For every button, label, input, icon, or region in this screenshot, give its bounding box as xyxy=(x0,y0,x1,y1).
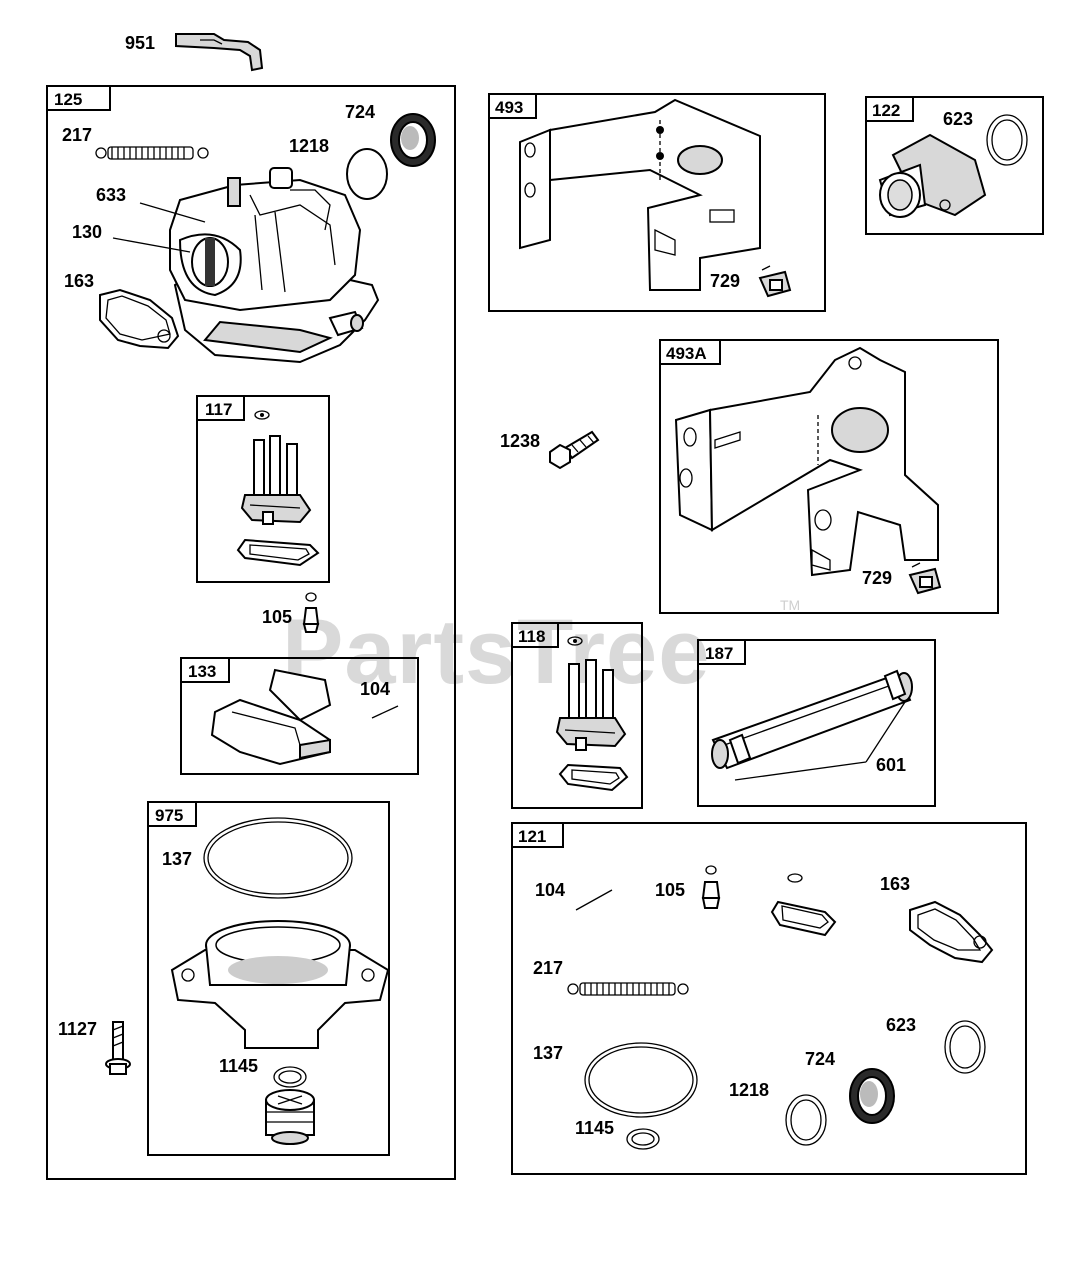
part-133-float[interactable] xyxy=(210,668,332,766)
box-tag-187: 187 xyxy=(705,644,733,663)
box-125: 125 217 724 1218 633 130 163 xyxy=(46,85,456,1180)
label-104b: 104 xyxy=(535,880,565,900)
part-729-clip-b[interactable] xyxy=(908,562,942,595)
watermark: PartsTree xyxy=(282,601,710,703)
part-975-float-bowl[interactable] xyxy=(170,920,390,1049)
label-633: 633 xyxy=(96,185,126,205)
label-724b: 724 xyxy=(805,1049,835,1069)
box-117: 117 xyxy=(196,395,330,583)
part-1145-washer[interactable] xyxy=(273,1066,307,1088)
label-951: 951 xyxy=(125,33,155,53)
box-tag-133: 133 xyxy=(188,662,216,681)
part-493a-bracket[interactable] xyxy=(674,346,939,577)
box-tag-121: 121 xyxy=(518,827,546,846)
box-tag-493a: 493A xyxy=(666,344,707,363)
label-724: 724 xyxy=(345,102,375,122)
part-118-needle-assembly[interactable] xyxy=(555,636,629,792)
label-217: 217 xyxy=(62,125,92,145)
box-tag-493: 493 xyxy=(495,98,523,117)
part-105-needle-b[interactable] xyxy=(701,865,721,909)
part-105-needle[interactable] xyxy=(302,592,320,633)
box-tag-117: 117 xyxy=(205,400,232,419)
part-623-gasket-b[interactable] xyxy=(944,1020,986,1074)
label-105b: 105 xyxy=(655,880,685,900)
part-951-lever[interactable] xyxy=(175,33,264,72)
label-1127: 1127 xyxy=(58,1019,97,1039)
box-tag-975: 975 xyxy=(155,806,183,825)
label-623: 623 xyxy=(943,109,973,129)
part-724-seal-b[interactable] xyxy=(849,1068,895,1124)
box-118: 118 xyxy=(511,622,643,809)
label-217b: 217 xyxy=(533,958,563,978)
part-724-seal[interactable] xyxy=(390,113,436,167)
part-187-fuel-line[interactable] xyxy=(711,669,913,770)
label-1218b: 1218 xyxy=(729,1080,769,1100)
part-493-bracket[interactable] xyxy=(519,98,761,291)
part-104-pin-b[interactable] xyxy=(575,889,613,911)
label-623b: 623 xyxy=(886,1015,916,1035)
box-493a: 493A 729 xyxy=(659,339,999,614)
box-121: 121 104 105 163 217 623 137 724 xyxy=(511,822,1027,1175)
label-729b: 729 xyxy=(862,568,892,588)
box-tag-125: 125 xyxy=(54,90,82,109)
part-117-needle-assembly[interactable] xyxy=(236,410,320,567)
leader-601 xyxy=(734,701,906,781)
box-493: 493 729 xyxy=(488,93,826,312)
part-washer-small[interactable] xyxy=(787,873,803,883)
part-163-gasket-b[interactable] xyxy=(909,900,994,964)
part-1218-gasket-b[interactable] xyxy=(785,1094,827,1146)
label-130: 130 xyxy=(72,222,102,242)
box-187: 187 601 xyxy=(697,639,936,807)
label-137b: 137 xyxy=(533,1043,563,1063)
part-bowl-nut[interactable] xyxy=(265,1089,315,1145)
box-tag-118: 118 xyxy=(518,627,545,646)
part-217-spring-b[interactable] xyxy=(567,982,689,996)
box-975: 975 137 1145 xyxy=(147,801,390,1156)
label-1218: 1218 xyxy=(289,136,329,156)
part-623-gasket[interactable] xyxy=(986,114,1028,166)
part-1238-bolt[interactable] xyxy=(549,430,600,470)
part-1145-washer-b[interactable] xyxy=(626,1128,660,1150)
label-163b: 163 xyxy=(880,874,910,894)
label-729: 729 xyxy=(710,271,740,291)
part-seal-gasket[interactable] xyxy=(770,900,837,937)
part-1218-gasket[interactable] xyxy=(346,148,388,200)
part-104-pin[interactable] xyxy=(371,705,399,719)
label-1145b: 1145 xyxy=(575,1118,614,1138)
box-133: 133 104 xyxy=(180,657,419,775)
trademark: TM xyxy=(780,597,800,613)
part-125-carburetor[interactable] xyxy=(169,167,380,364)
label-601: 601 xyxy=(876,755,906,775)
label-105: 105 xyxy=(262,607,292,627)
label-163: 163 xyxy=(64,271,94,291)
leader-130 xyxy=(112,237,191,253)
part-1127-screw[interactable] xyxy=(105,1021,131,1075)
label-137: 137 xyxy=(162,849,192,869)
box-122: 122 623 xyxy=(865,96,1044,235)
label-1145: 1145 xyxy=(219,1056,258,1076)
part-122-adapter[interactable] xyxy=(878,133,987,218)
leader-633 xyxy=(139,202,206,223)
part-137-o-ring[interactable] xyxy=(203,817,353,899)
label-1238: 1238 xyxy=(500,431,540,451)
part-217-spring[interactable] xyxy=(95,146,209,160)
part-729-clip[interactable] xyxy=(758,265,792,298)
label-104: 104 xyxy=(360,679,390,699)
part-137-o-ring-b[interactable] xyxy=(584,1042,698,1118)
box-tag-122: 122 xyxy=(872,101,900,120)
